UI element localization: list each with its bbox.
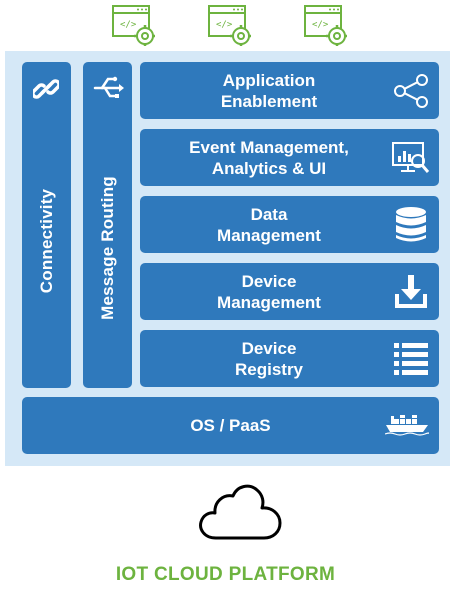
platform-panel	[5, 51, 450, 466]
cargo-ship-icon	[385, 415, 429, 436]
code-settings-icon: </>	[112, 5, 155, 46]
layer-event-management: Event Management, Analytics & UI	[140, 129, 439, 186]
layer-data-management: Data Management	[140, 196, 439, 253]
database-icon	[396, 206, 426, 241]
connectivity-bar: Connectivity	[22, 62, 71, 388]
share-nodes-icon	[394, 73, 428, 108]
list-icon	[394, 342, 428, 375]
usb-routing-icon	[93, 76, 124, 98]
layer-line1: Device	[241, 271, 297, 291]
platform-title: IOT CLOUD PLATFORM	[115, 564, 336, 585]
layer-line2: Registry	[234, 359, 304, 379]
message-routing-bar: Message Routing	[83, 62, 132, 388]
layer-line2: Management	[217, 225, 321, 245]
layer-line2: Enablement	[220, 91, 318, 111]
link-icon	[33, 79, 59, 99]
layer-line1: Device	[241, 338, 297, 358]
connectivity-label: Connectivity	[36, 189, 56, 294]
analytics-monitor-icon	[392, 141, 430, 173]
layer-os-paas: OS / PaaS	[22, 397, 439, 454]
code-settings-icon: </>	[208, 5, 251, 46]
layer-line1: Application	[222, 70, 316, 90]
os-label: OS / PaaS	[190, 415, 271, 435]
layer-application-enablement: Application Enablement	[140, 62, 439, 119]
layer-device-management: Device Management	[140, 263, 439, 320]
layer-line1: Data	[250, 204, 288, 224]
message-routing-label: Message Routing	[97, 175, 117, 320]
layer-device-registry: Device Registry	[140, 330, 439, 387]
svg-text:</>: </>	[216, 20, 233, 30]
svg-text:</>: </>	[312, 20, 329, 30]
layer-line2: Analytics & UI	[211, 158, 327, 178]
layer-line1: Event Management,	[189, 137, 349, 157]
download-tray-icon	[395, 274, 427, 308]
code-settings-icon: </>	[304, 5, 347, 46]
svg-text:</>: </>	[120, 20, 137, 30]
cloud-icon	[199, 484, 282, 540]
layer-line2: Management	[217, 292, 321, 312]
